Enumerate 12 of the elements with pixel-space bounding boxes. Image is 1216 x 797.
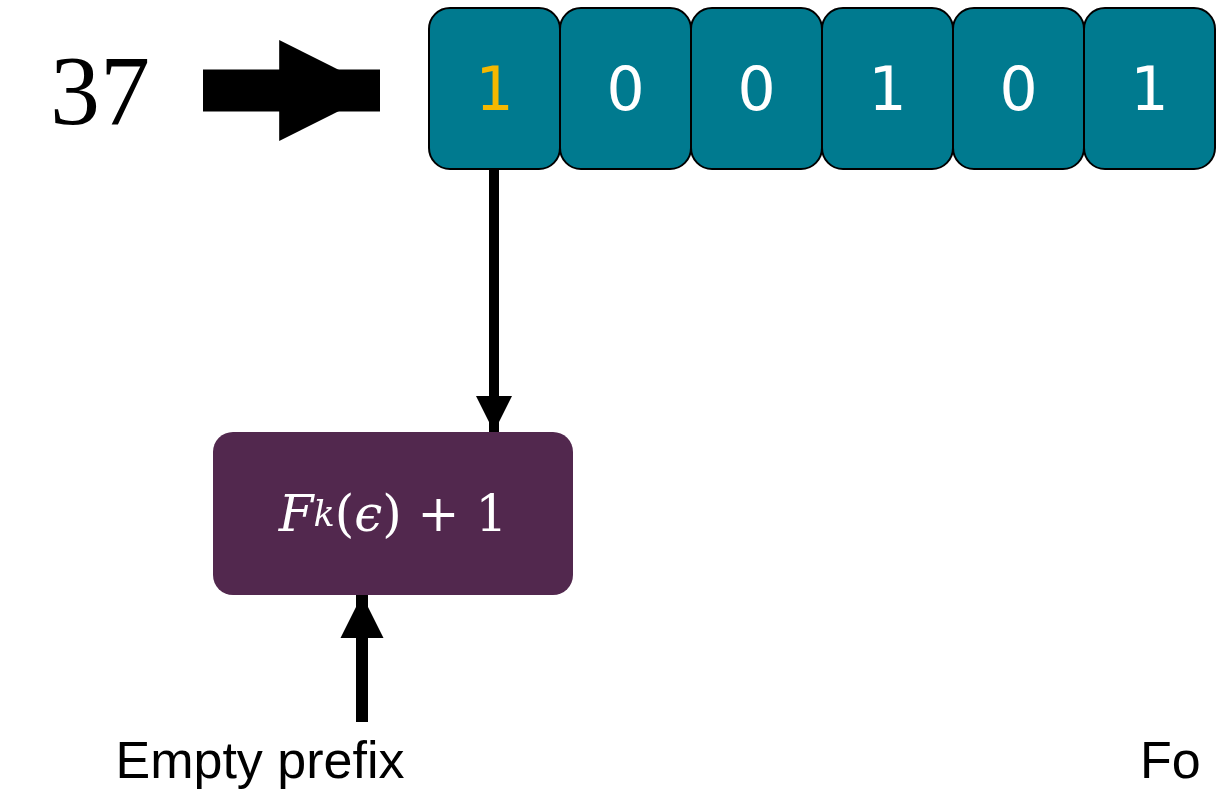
arrow bbox=[476, 170, 512, 432]
bit-box: 1 bbox=[428, 7, 561, 170]
bit-box: 1 bbox=[821, 7, 954, 170]
label-text: Fo bbox=[1140, 730, 1201, 790]
bit-box: 0 bbox=[559, 7, 692, 170]
block-arrow bbox=[203, 40, 380, 141]
bit-box: 0 bbox=[690, 7, 823, 170]
caption-text: Empty prefix bbox=[60, 722, 460, 797]
number-text: 37 bbox=[10, 30, 190, 150]
arrow bbox=[340, 595, 384, 722]
bit-box: 0 bbox=[952, 7, 1085, 170]
bit-box: 1 bbox=[1083, 7, 1216, 170]
